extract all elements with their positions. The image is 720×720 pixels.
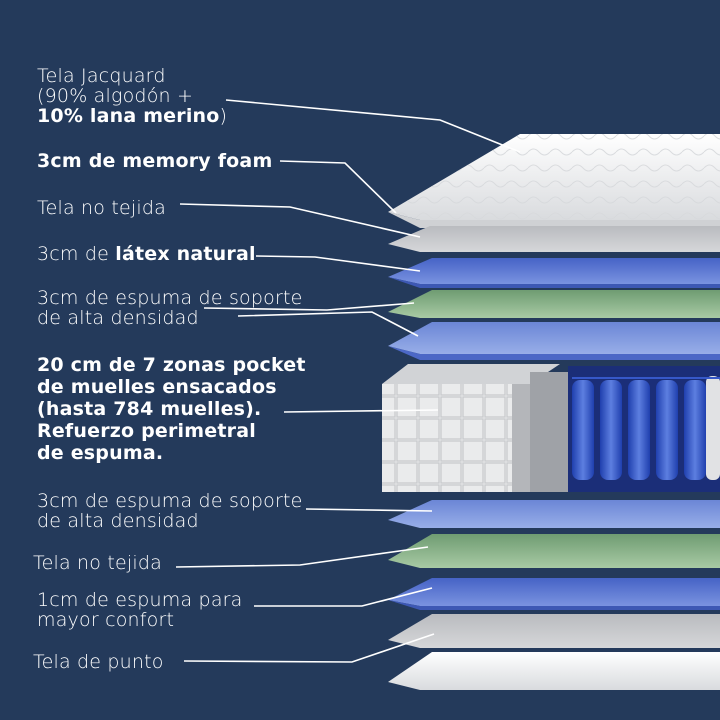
label-espuma-soporte-bottom: 3cm de espuma de soporte de alta densida… [37,491,303,531]
label-espuma-top-line2: de alta densidad [37,307,199,329]
label-pocket-line2: de muelles ensacados [37,376,277,398]
layer-bottom-cover [388,652,720,690]
label-pocket-line1: 20 cm de 7 zonas pocket [37,354,306,376]
label-jacquard-bold: 10% lana merino [37,105,220,127]
layer-espuma-bottom [388,500,720,528]
label-pocket-line4: Refuerzo perimetral [37,420,256,442]
layer-pocket-springs [382,364,720,492]
label-jacquard-tail: ) [219,105,228,127]
label-latex-bold: látex natural [115,243,256,265]
layer-memory-foam [388,226,720,252]
label-jacquard-line3: 10% lana merino) [37,106,227,126]
label-tela-jacquard: Tela Jacquard (90% algodón + 10% lana me… [37,66,227,126]
label-espuma-bottom-line2: de alta densidad [37,510,199,532]
label-latex-prefix: 3cm de [37,243,116,265]
label-confort-line1: 1cm de espuma para [37,589,243,611]
layer-jacquard [388,134,720,228]
spring-columns [572,376,720,480]
label-espuma-soporte-top: 3cm de espuma de soporte de alta densida… [37,288,303,328]
label-tela-no-tejida-bottom: Tela no tejida [33,552,162,574]
label-memory-foam: 3cm de memory foam [37,150,273,172]
label-jacquard-line1: Tela Jacquard [37,65,166,87]
layer-confort [388,578,720,610]
label-confort-line2: mayor confort [37,609,175,631]
label-jacquard-line2: (90% algodón + [37,85,194,107]
label-tela-de-punto: Tela de punto [33,651,164,673]
layer-latex [388,290,720,318]
label-pocket-muelles: 20 cm de 7 zonas pocket de muelles ensac… [37,354,306,464]
label-tela-no-tejida-top: Tela no tejida [37,197,166,219]
layer-no-tejida-bottom [388,534,720,568]
label-pocket-line3: (hasta 784 muelles). [37,398,262,420]
label-pocket-line5: de espuma. [37,442,164,464]
label-espuma-top-line1: 3cm de espuma de soporte [37,287,303,309]
layer-tela-punto-gray [388,614,720,648]
leader-lines [175,99,521,663]
label-latex-natural: 3cm de látex natural [37,244,256,264]
layer-espuma-top [388,322,720,360]
label-espuma-bottom-line1: 3cm de espuma de soporte [37,490,303,512]
label-espuma-confort: 1cm de espuma para mayor confort [37,590,243,630]
layer-no-tejida-top [388,258,720,288]
